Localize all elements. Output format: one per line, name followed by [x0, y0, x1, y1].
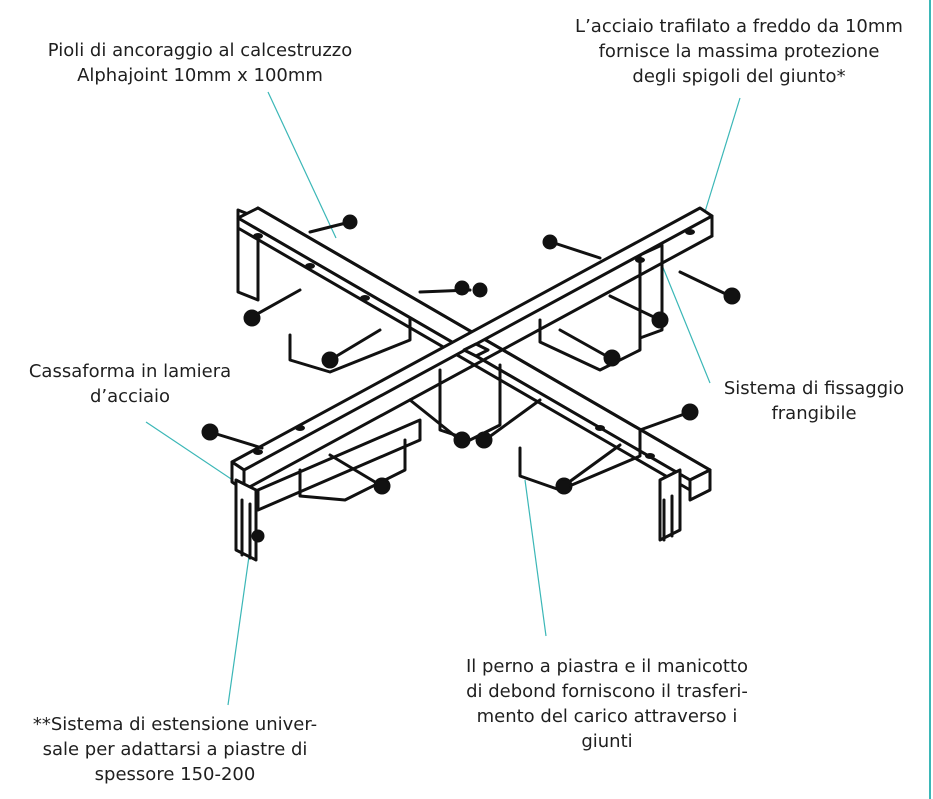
- extension-legs: [240, 494, 674, 560]
- label-dowel: Il perno a piastra e il manicotto di deb…: [465, 656, 749, 752]
- bar-slots: [253, 229, 695, 459]
- label-extension: **Sistema di estensione univer- sale per…: [32, 714, 318, 785]
- leader-anchor-pins: [267, 91, 337, 239]
- leader-dowel: [524, 479, 547, 637]
- dowels-front: [201, 288, 699, 495]
- joint-drawing: [201, 206, 741, 562]
- centre-block: [462, 342, 490, 358]
- label-steel: L’acciaio trafilato a freddo da 10mm for…: [575, 16, 903, 87]
- right-border-line: [929, 0, 931, 799]
- leader-extension: [227, 534, 253, 706]
- label-formwork: Cassaforma in lamiera d’acciaio: [28, 361, 232, 407]
- leader-fixing: [661, 264, 711, 384]
- label-anchor-pins: Pioli di ancoraggio al calcestruzzo Alph…: [47, 40, 353, 86]
- leader-steel: [703, 97, 741, 216]
- dowels-back: [308, 214, 741, 305]
- label-fixing: Sistema di fissaggio frangibile: [723, 378, 905, 424]
- plate-front-left: [234, 478, 258, 562]
